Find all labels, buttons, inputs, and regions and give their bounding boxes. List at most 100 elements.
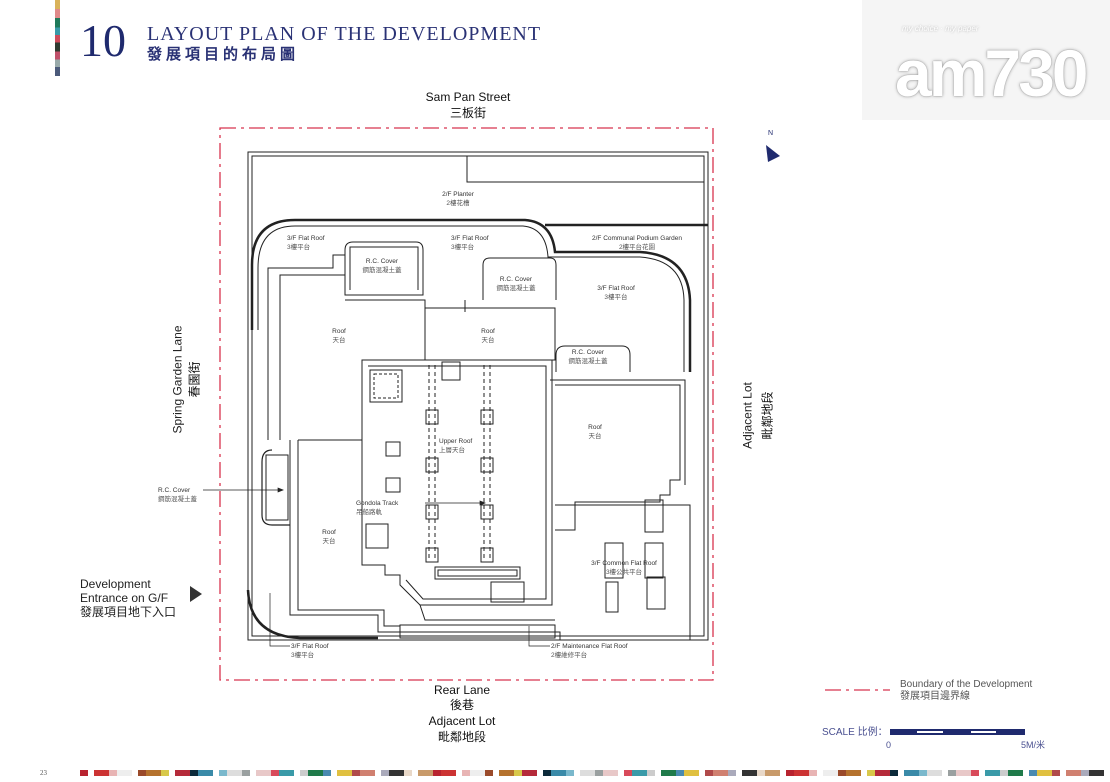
street-south-zh: 後巷 xyxy=(449,698,474,712)
strip-segment xyxy=(1052,770,1060,776)
street-east: Adjacent Lot xyxy=(740,382,755,449)
site-outline xyxy=(247,151,709,641)
strip-segment xyxy=(985,770,1000,776)
scale-bar xyxy=(890,729,1025,735)
strip-segment xyxy=(470,770,485,776)
strip-segment xyxy=(381,770,389,776)
scale-max: 5M/米 xyxy=(1021,740,1046,750)
strip-segment xyxy=(404,770,412,776)
strip-segment xyxy=(728,770,736,776)
strip-segment xyxy=(603,770,618,776)
strip-segment xyxy=(661,770,676,776)
strip-segment xyxy=(1037,770,1052,776)
strip-segment xyxy=(433,770,441,776)
north-arrow-icon xyxy=(766,145,780,162)
street-north: Sam Pan Street xyxy=(425,90,511,104)
scale-min: 0 xyxy=(886,740,892,750)
strip-segment xyxy=(323,770,331,776)
strip-segment xyxy=(684,770,699,776)
strip-segment xyxy=(80,770,88,776)
street-north-zh: 三板街 xyxy=(449,106,486,120)
strip-segment xyxy=(809,770,817,776)
strip-segment xyxy=(765,770,780,776)
strip-segment xyxy=(308,770,323,776)
strip-segment xyxy=(279,770,294,776)
strip-segment xyxy=(352,770,360,776)
strip-segment xyxy=(948,770,956,776)
strip-segment xyxy=(786,770,794,776)
page-title-zh: 發展項目的布局圖 xyxy=(147,46,300,63)
strip-segment xyxy=(522,770,537,776)
strip-segment xyxy=(543,770,551,776)
strip-segment xyxy=(227,770,242,776)
entrance-line2: Entrance on G/F xyxy=(80,591,169,605)
strip-segment xyxy=(441,770,456,776)
strip-segment xyxy=(109,770,117,776)
strip-segment xyxy=(632,770,647,776)
strip-segment xyxy=(198,770,213,776)
strip-segment xyxy=(971,770,979,776)
strip-segment xyxy=(875,770,890,776)
street-west-zh: 春園街 xyxy=(187,361,202,398)
strip-segment xyxy=(838,770,846,776)
strip-segment xyxy=(904,770,919,776)
color-strip xyxy=(55,0,60,76)
strip-segment xyxy=(514,770,522,776)
strip-segment xyxy=(713,770,728,776)
strip-segment xyxy=(1000,770,1008,776)
strip-segment xyxy=(271,770,279,776)
page-title: LAYOUT PLAN OF THE DEVELOPMENT xyxy=(147,23,542,45)
strip-segment xyxy=(624,770,632,776)
entrance-zh: 發展項目地下入口 xyxy=(80,605,177,619)
strip-segment xyxy=(146,770,161,776)
strip-segment xyxy=(551,770,566,776)
scale-label: SCALE 比例： xyxy=(822,727,888,738)
strip-segment xyxy=(485,770,493,776)
strip-segment xyxy=(757,770,765,776)
strip-segment xyxy=(867,770,875,776)
strip-segment xyxy=(337,770,352,776)
strip-segment xyxy=(256,770,271,776)
street-south: Rear Lane xyxy=(433,683,491,697)
adjacent-lot-south: Adjacent Lot xyxy=(428,714,496,728)
strip-segment xyxy=(595,770,603,776)
adjacent-lot-south-zh: 毗鄰地段 xyxy=(437,730,486,744)
strip-segment xyxy=(846,770,861,776)
strip-segment xyxy=(676,770,684,776)
logo-text: am730 xyxy=(895,36,1089,110)
strip-segment xyxy=(647,770,655,776)
strip-segment xyxy=(242,770,250,776)
strip-segment xyxy=(161,770,169,776)
strip-segment xyxy=(823,770,838,776)
strip-segment xyxy=(138,770,146,776)
strip-segment xyxy=(300,770,308,776)
strip-segment xyxy=(956,770,971,776)
strip-segment xyxy=(566,770,574,776)
strip-segment xyxy=(919,770,927,776)
strip-segment xyxy=(1081,770,1089,776)
strip-segment xyxy=(219,770,227,776)
strip-segment xyxy=(742,770,757,776)
street-east-zh: 毗鄰地段 xyxy=(760,391,775,440)
page-number: 23 xyxy=(40,769,47,777)
entrance-label: Development Entrance on G/F 發展項目地下入口 xyxy=(80,577,176,619)
strip-segment xyxy=(190,770,198,776)
boundary-line xyxy=(219,127,714,681)
strip-segment xyxy=(1008,770,1023,776)
strip-segment xyxy=(1066,770,1081,776)
strip-segment xyxy=(580,770,595,776)
